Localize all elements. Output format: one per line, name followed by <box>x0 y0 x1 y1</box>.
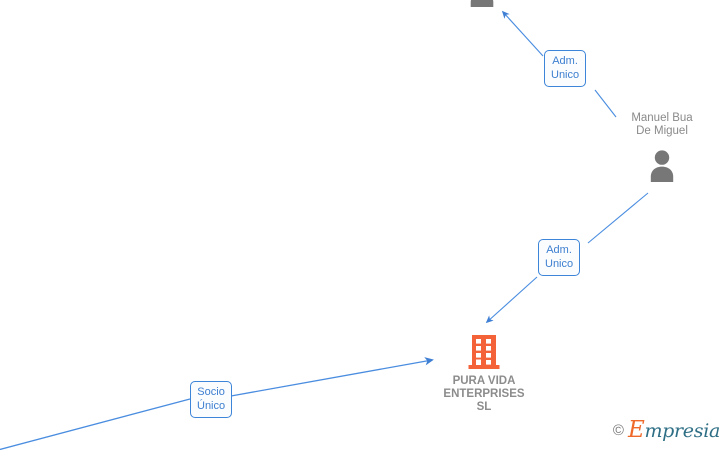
relationship-label-line-1: Adm. <box>546 244 572 256</box>
relationship-label-line-1: Socio <box>197 386 225 398</box>
empresia-watermark: © Empresia <box>613 419 720 442</box>
copyright-icon: © <box>612 422 624 439</box>
edge-adm-unico-top-to-person <box>501 10 544 57</box>
node-label-person: Manuel Bua De Miguel <box>618 112 706 138</box>
person-icon <box>650 150 674 182</box>
relationship-label-line-2: Único <box>197 400 226 412</box>
node-label-line-2: ENTERPRISES <box>443 388 525 400</box>
node-label-line-2: De Miguel <box>636 125 688 137</box>
brand-rest: mpresia <box>644 420 720 442</box>
relationship-box-adm-unico-company[interactable]: Adm. Unico <box>538 239 581 276</box>
node-label-line-3: SL <box>476 401 492 413</box>
relationship-label-line-1: Adm. <box>552 55 578 67</box>
node-company-pura-vida[interactable]: PURA VIDA ENTERPRISES SL <box>443 334 525 414</box>
edge-manuel-to-adm-unico-company <box>587 192 649 244</box>
relationship-label-line-2: Unico <box>551 69 580 81</box>
node-person-top-clipped[interactable] <box>465 0 499 7</box>
relationship-box-adm-unico-top[interactable]: Adm. Unico <box>544 50 587 87</box>
brand-wordmark: Empresia <box>628 419 720 442</box>
relationship-box-socio-unico[interactable]: Socio Único <box>190 381 233 418</box>
node-label-line-1: Manuel Bua <box>631 112 693 124</box>
brand-initial: E <box>627 417 645 443</box>
edge-adm-unico-to-company <box>485 276 538 324</box>
node-label-line-1: PURA VIDA <box>452 375 516 387</box>
edge-socio-unico-to-company <box>230 357 434 397</box>
node-person-manuel-bua[interactable]: Manuel Bua De Miguel <box>618 112 706 182</box>
edge-manuel-to-adm-unico-top <box>594 89 617 118</box>
relationship-label-line-2: Unico <box>545 258 574 270</box>
node-label-company: PURA VIDA ENTERPRISES SL <box>424 375 544 414</box>
person-icon <box>470 0 494 7</box>
edge-shareholder-to-socio-unico <box>0 398 191 450</box>
building-icon <box>468 335 500 369</box>
